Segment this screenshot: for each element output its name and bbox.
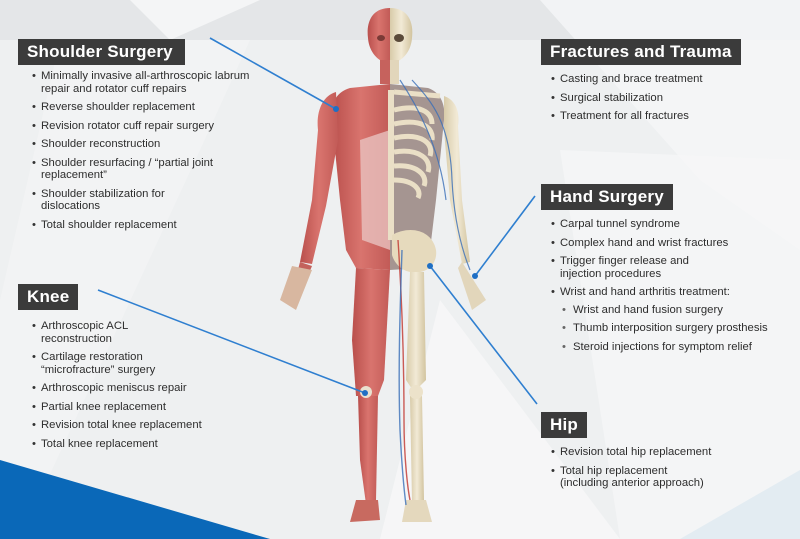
list-item: Total shoulder replacement: [32, 219, 268, 232]
list-item: Trigger finger release and injection pro…: [551, 255, 710, 280]
list-item: Casting and brace treatment: [551, 73, 781, 86]
knee-list: Arthroscopic ACL reconstruction Cartilag…: [18, 320, 258, 450]
list-item: Revision rotator cuff repair surgery: [32, 120, 268, 133]
hand-surgery-list: Carpal tunnel syndrome Complex hand and …: [541, 218, 796, 299]
list-item: Reverse shoulder replacement: [32, 101, 268, 114]
list-item: Total knee replacement: [32, 438, 258, 451]
list-item: Surgical stabilization: [551, 92, 781, 105]
blue-accent-shape: [0, 460, 270, 539]
list-item: Partial knee replacement: [32, 401, 258, 414]
list-item: Minimally invasive all-arthroscopic labr…: [32, 70, 251, 95]
knee-section: Knee Arthroscopic ACL reconstruction Car…: [18, 284, 258, 456]
list-item: Cartilage restoration “microfracture” su…: [32, 351, 181, 376]
list-item: Shoulder stabilization for dislocations: [32, 188, 201, 213]
list-item: Treatment for all fractures: [551, 110, 781, 123]
hand-surgery-section: Hand Surgery Carpal tunnel syndrome Comp…: [541, 184, 796, 359]
list-item: Arthroscopic ACL reconstruction: [32, 320, 171, 345]
list-item: Complex hand and wrist fractures: [551, 237, 796, 250]
hip-heading: Hip: [541, 412, 587, 438]
knee-heading: Knee: [18, 284, 79, 310]
fractures-trauma-section: Fractures and Trauma Casting and brace t…: [541, 39, 781, 129]
list-item: Shoulder resurfacing / “partial joint re…: [32, 157, 251, 182]
list-item: Arthroscopic meniscus repair: [32, 382, 258, 395]
list-item: Total hip replacement (including anterio…: [551, 465, 710, 490]
shoulder-surgery-section: Shoulder Surgery Minimally invasive all-…: [18, 39, 268, 237]
hip-list: Revision total hip replacement Total hip…: [541, 446, 781, 490]
list-item: Wrist and hand arthritis treatment:: [551, 286, 796, 299]
fractures-trauma-list: Casting and brace treatment Surgical sta…: [541, 73, 781, 123]
list-item: Revision total knee replacement: [32, 419, 258, 432]
head: [367, 8, 413, 64]
list-item: Carpal tunnel syndrome: [551, 218, 796, 231]
hand-surgery-sublist: Wrist and hand fusion surgery Thumb inte…: [541, 304, 796, 354]
shoulder-surgery-heading: Shoulder Surgery: [18, 39, 185, 65]
list-item: Shoulder reconstruction: [32, 138, 268, 151]
sub-list-item: Steroid injections for symptom relief: [562, 341, 796, 354]
sub-list-item: Wrist and hand fusion surgery: [562, 304, 796, 317]
ribcage: [393, 105, 435, 200]
list-item: Revision total hip replacement: [551, 446, 781, 459]
fractures-trauma-heading: Fractures and Trauma: [541, 39, 741, 65]
hip-section: Hip Revision total hip replacement Total…: [541, 412, 781, 496]
sub-list-item: Thumb interposition surgery prosthesis: [562, 322, 796, 335]
hand-surgery-heading: Hand Surgery: [541, 184, 673, 210]
shoulder-surgery-list: Minimally invasive all-arthroscopic labr…: [18, 70, 268, 231]
